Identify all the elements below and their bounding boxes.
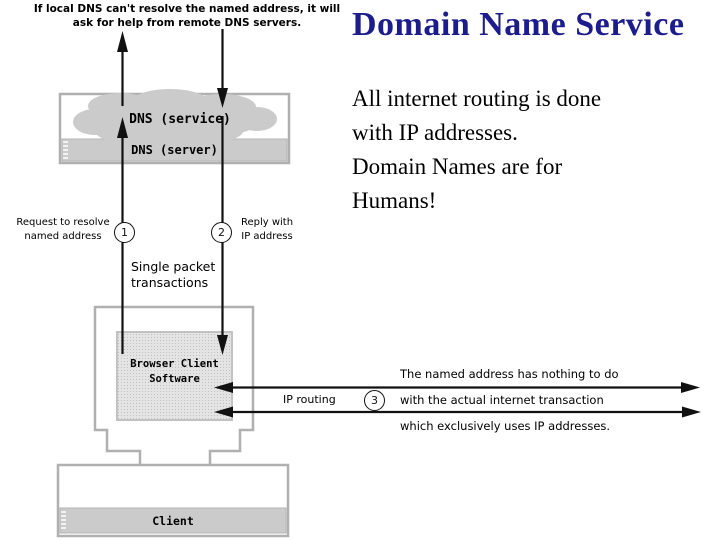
step-3-number: 3 — [371, 394, 378, 407]
browser-client-label: Browser Client Software — [117, 357, 232, 387]
arrow-remote-to-cloud — [217, 29, 228, 108]
client-base — [56, 463, 290, 538]
body-line1: All internet routing is done — [352, 86, 602, 111]
arrow-ip-routing-top — [214, 382, 700, 393]
arrow-client-to-cloud — [117, 117, 128, 354]
server-bar-hatch — [63, 141, 68, 159]
browser-client-line2: Software — [149, 373, 200, 385]
body-line3: Domain Names are for — [352, 154, 563, 179]
request-label: Request to resolve named address — [6, 216, 120, 243]
request-label-line1: Request to resolve — [16, 217, 110, 228]
request-label-line2: named address — [24, 230, 102, 242]
right-note-line2: with the actual internet transaction — [400, 393, 604, 407]
client-bar-hatch — [61, 511, 66, 529]
single-packet-line1: Single packet — [131, 259, 216, 274]
step-1-badge: 1 — [114, 222, 135, 243]
single-packet-line2: transactions — [131, 275, 209, 290]
body-line4: Humans! — [352, 188, 437, 213]
right-note-line1: The named address has nothing to do — [400, 367, 619, 381]
slide-title: Domain Name Service — [352, 6, 685, 43]
top-note-line1: If local DNS can't resolve the named add… — [33, 3, 341, 15]
arrow-cloud-to-remote — [117, 31, 128, 106]
body-line2: with IP addresses. — [352, 120, 518, 145]
step-3-badge: 3 — [364, 390, 385, 411]
step-2-badge: 2 — [211, 222, 232, 243]
ip-routing-label: IP routing — [283, 393, 336, 406]
dns-service-label: DNS (service) — [129, 112, 231, 127]
top-note: If local DNS can't resolve the named add… — [28, 3, 346, 30]
reply-label-line1: Reply with — [240, 217, 294, 228]
browser-client-line1: Browser Client — [130, 358, 219, 370]
dns-cloud — [73, 89, 277, 143]
step-2-number: 2 — [218, 226, 225, 239]
step-1-number: 1 — [121, 226, 128, 239]
top-note-line2: ask for help from remote DNS servers. — [72, 16, 302, 29]
arrow-ip-routing-bottom — [214, 406, 701, 418]
monitor-screen — [116, 331, 233, 421]
reply-label-line2: IP address — [241, 230, 293, 242]
single-packet-label: Single packet transactions — [131, 259, 215, 291]
slide-body-text: All internet routing is done with IP add… — [352, 82, 692, 218]
reply-label: Reply with IP address — [230, 216, 304, 243]
dns-server-label: DNS (server) — [131, 143, 218, 157]
client-label: Client — [152, 514, 194, 528]
right-note-line3: which exclusively uses IP addresses. — [400, 419, 611, 433]
